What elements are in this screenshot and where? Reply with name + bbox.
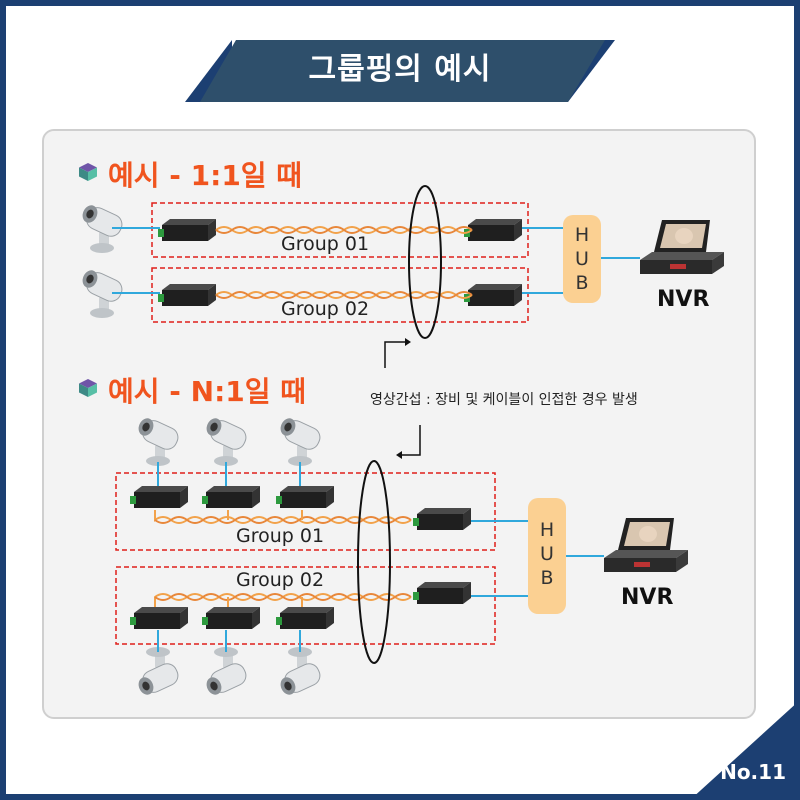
cube-bullet-icon xyxy=(79,379,97,397)
hub-box: H U B xyxy=(528,498,566,614)
twisted-pair-cable xyxy=(215,291,473,299)
corner-badge-shape xyxy=(690,700,800,800)
transmitter-icon xyxy=(276,486,334,508)
banner-body xyxy=(200,40,605,102)
cctv-camera-icon xyxy=(203,415,250,467)
cube-bullet-icon xyxy=(79,163,97,181)
group-label: Group 01 xyxy=(236,525,325,547)
note-arrow-up xyxy=(384,341,405,368)
interference-note: 영상간섭 : 장비 및 케이블이 인접한 경우 발생 xyxy=(370,392,638,408)
receiver-icon xyxy=(413,508,471,530)
transmitter-icon xyxy=(158,219,216,241)
nvr-recorder-icon xyxy=(604,518,688,572)
transmitter-icon xyxy=(130,486,188,508)
interference-ellipse xyxy=(408,185,442,339)
twisted-pair-cable xyxy=(154,593,412,607)
hub-box: H U B xyxy=(563,215,601,303)
receiver-icon xyxy=(413,582,471,604)
title-banner xyxy=(185,40,615,102)
group-label: Group 02 xyxy=(281,298,370,320)
example1-heading: 예시 - 1:1일 때 xyxy=(108,159,303,192)
group-label: Group 02 xyxy=(236,569,325,591)
hub-letter: H xyxy=(539,519,555,541)
n1-group02-dashed-box xyxy=(115,566,496,645)
receiver-icon xyxy=(464,219,522,241)
hub-letter: B xyxy=(540,567,554,589)
n1-group01-dashed-box xyxy=(115,472,496,551)
cctv-camera-icon xyxy=(277,415,324,467)
twisted-pair-cable xyxy=(215,226,473,234)
transmitter-icon xyxy=(158,284,216,306)
example2-heading: 예시 - N:1일 때 xyxy=(108,375,307,408)
receiver-icon xyxy=(464,284,522,306)
nvr-recorder-icon xyxy=(640,220,724,274)
note-arrow-down xyxy=(402,425,421,456)
group01-dashed-box xyxy=(151,202,529,258)
cctv-camera-icon xyxy=(135,415,182,467)
cctv-camera-icon xyxy=(277,646,324,698)
hub-letter: U xyxy=(540,543,554,565)
hub-letter: B xyxy=(575,272,589,294)
transmitter-icon xyxy=(276,607,334,629)
group-label: Group 01 xyxy=(281,233,370,255)
cctv-camera-icon xyxy=(135,646,182,698)
page-number-badge: No.11 xyxy=(720,760,786,784)
nvr-label: NVR xyxy=(657,287,710,312)
cctv-camera-icon xyxy=(203,646,250,698)
page-title: 그룹핑의 예시 xyxy=(308,52,492,87)
hub-letter: H xyxy=(574,224,590,246)
nvr-label: NVR xyxy=(621,585,674,610)
interference-ellipse xyxy=(357,460,391,664)
hub-letter: U xyxy=(575,248,589,270)
transmitter-icon xyxy=(202,486,260,508)
group02-dashed-box xyxy=(151,267,529,323)
transmitter-icon xyxy=(202,607,260,629)
twisted-pair-cable xyxy=(154,510,412,524)
transmitter-icon xyxy=(130,607,188,629)
